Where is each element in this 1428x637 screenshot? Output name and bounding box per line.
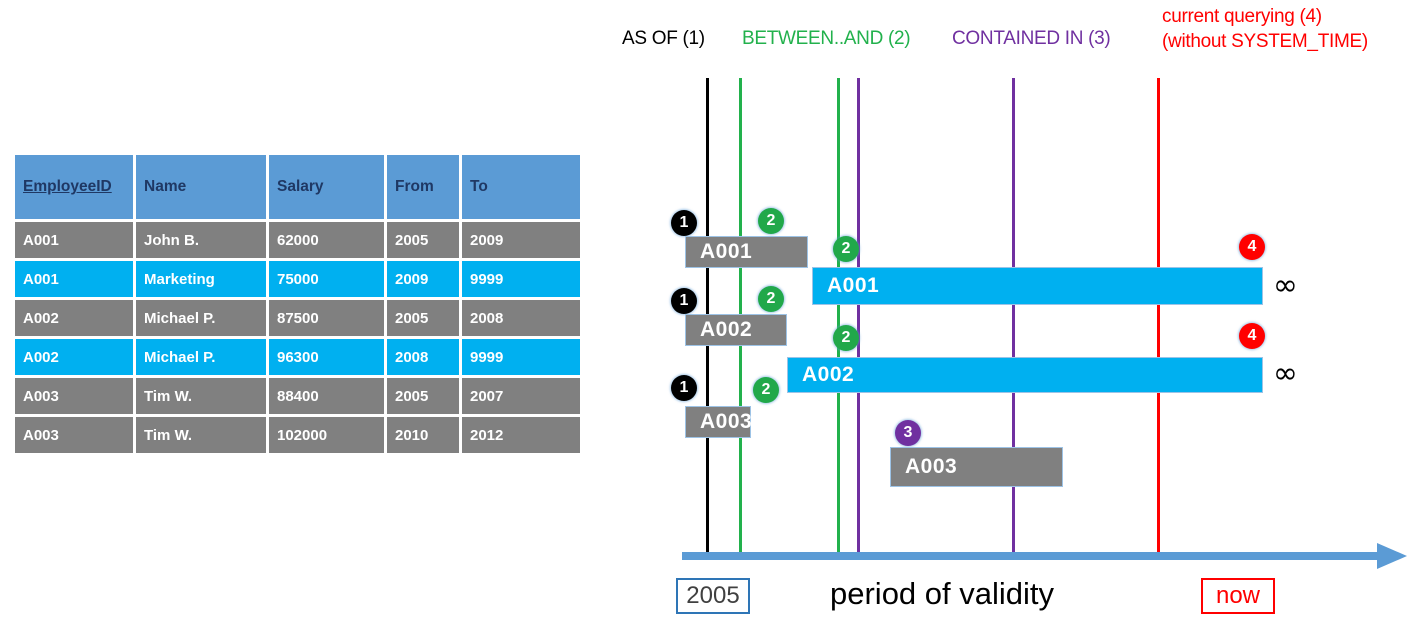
cell-salary: 75000: [269, 261, 384, 297]
table-header: EmployeeID Name Salary From To: [15, 155, 580, 219]
marker-between-a003: 2: [753, 377, 779, 403]
legend-current-querying-line1: current querying (4): [1162, 6, 1322, 27]
cell-to: 2008: [462, 300, 580, 336]
marker-as-of-a002: 1: [671, 288, 697, 314]
column-header-to: To: [462, 155, 580, 219]
table-row: A003 Tim W. 88400 2005 2007: [15, 378, 580, 414]
bar-a001-historic: A001: [685, 236, 808, 268]
bar-a002-historic: A002: [685, 314, 787, 346]
column-header-salary: Salary: [269, 155, 384, 219]
time-axis: [682, 543, 1412, 569]
cell-employeeid: A001: [15, 222, 133, 258]
legend-as-of: AS OF (1): [622, 28, 705, 49]
cell-salary: 62000: [269, 222, 384, 258]
cell-employeeid: A003: [15, 417, 133, 453]
cell-name: Michael P.: [136, 300, 266, 336]
table-row: A001 John B. 62000 2005 2009: [15, 222, 580, 258]
bar-label: A002: [700, 318, 753, 341]
employee-table: EmployeeID Name Salary From To A001 John…: [12, 152, 583, 456]
query-line-between-end: [837, 78, 840, 558]
marker-between-a002: 2: [758, 286, 784, 312]
cell-employeeid: A002: [15, 339, 133, 375]
infinity-symbol-a002: ∞: [1273, 356, 1298, 391]
axis-now-label: now: [1201, 578, 1275, 614]
bar-a001-current: A001: [812, 267, 1263, 305]
legend-contained-in: CONTAINED IN (3): [952, 28, 1111, 49]
table-row: A002 Michael P. 96300 2008 9999: [15, 339, 580, 375]
cell-employeeid: A001: [15, 261, 133, 297]
infinity-symbol-a001: ∞: [1273, 268, 1298, 303]
table-header-row: EmployeeID Name Salary From To: [15, 155, 580, 219]
cell-employeeid: A002: [15, 300, 133, 336]
legend-between-and: BETWEEN..AND (2): [742, 28, 911, 49]
time-axis-shaft: [682, 552, 1382, 560]
cell-name: Tim W.: [136, 378, 266, 414]
marker-between-a002-current: 2: [833, 325, 859, 351]
column-header-from: From: [387, 155, 459, 219]
cell-from: 2010: [387, 417, 459, 453]
cell-name: Tim W.: [136, 417, 266, 453]
cell-name: John B.: [136, 222, 266, 258]
axis-title: period of validity: [830, 576, 1055, 611]
cell-to: 2009: [462, 222, 580, 258]
cell-to: 9999: [462, 261, 580, 297]
employee-table-container: EmployeeID Name Salary From To A001 John…: [12, 152, 583, 456]
marker-now-a002: 4: [1239, 323, 1265, 349]
cell-to: 9999: [462, 339, 580, 375]
marker-as-of-a003: 1: [671, 375, 697, 401]
legend-current-querying-line2: (without SYSTEM_TIME): [1162, 31, 1368, 52]
cell-from: 2009: [387, 261, 459, 297]
marker-now-a001: 4: [1239, 234, 1265, 260]
bar-label: A001: [700, 240, 753, 263]
table-row: A002 Michael P. 87500 2005 2008: [15, 300, 580, 336]
cell-from: 2005: [387, 378, 459, 414]
bar-a003-historic: A003: [685, 406, 753, 438]
bar-a002-current: A002: [787, 357, 1263, 393]
query-line-contained-start: [857, 78, 860, 558]
cell-name: Marketing: [136, 261, 266, 297]
marker-between-a001: 2: [758, 208, 784, 234]
query-line-now: [1157, 78, 1160, 558]
cell-to: 2007: [462, 378, 580, 414]
marker-between-a001-current: 2: [833, 236, 859, 262]
bar-label: A002: [802, 363, 855, 386]
cell-salary: 87500: [269, 300, 384, 336]
column-header-employeeid-label: EmployeeID: [23, 178, 112, 195]
bar-label: A003: [700, 410, 753, 433]
query-line-contained-end: [1012, 78, 1015, 558]
cell-employeeid: A003: [15, 378, 133, 414]
cell-to: 2012: [462, 417, 580, 453]
cell-from: 2005: [387, 222, 459, 258]
axis-start-label: 2005: [676, 578, 750, 614]
cell-name: Michael P.: [136, 339, 266, 375]
time-axis-arrowhead-icon: [1377, 543, 1407, 569]
marker-contained-a003: 3: [895, 420, 921, 446]
cell-salary: 96300: [269, 339, 384, 375]
bar-label: A001: [827, 274, 880, 297]
cell-from: 2005: [387, 300, 459, 336]
table-row: A003 Tim W. 102000 2010 2012: [15, 417, 580, 453]
column-header-name: Name: [136, 155, 266, 219]
bar-a003-second: A003: [890, 447, 1063, 487]
table-row: A001 Marketing 75000 2009 9999: [15, 261, 580, 297]
column-header-employeeid: EmployeeID: [15, 155, 133, 219]
bar-label: A003: [905, 455, 958, 478]
cell-salary: 88400: [269, 378, 384, 414]
legend-current-querying: current querying (4) (without SYSTEM_TIM…: [1162, 4, 1368, 54]
table-body: A001 John B. 62000 2005 2009 A001 Market…: [15, 222, 580, 453]
cell-from: 2008: [387, 339, 459, 375]
marker-as-of-a001: 1: [671, 210, 697, 236]
cell-salary: 102000: [269, 417, 384, 453]
